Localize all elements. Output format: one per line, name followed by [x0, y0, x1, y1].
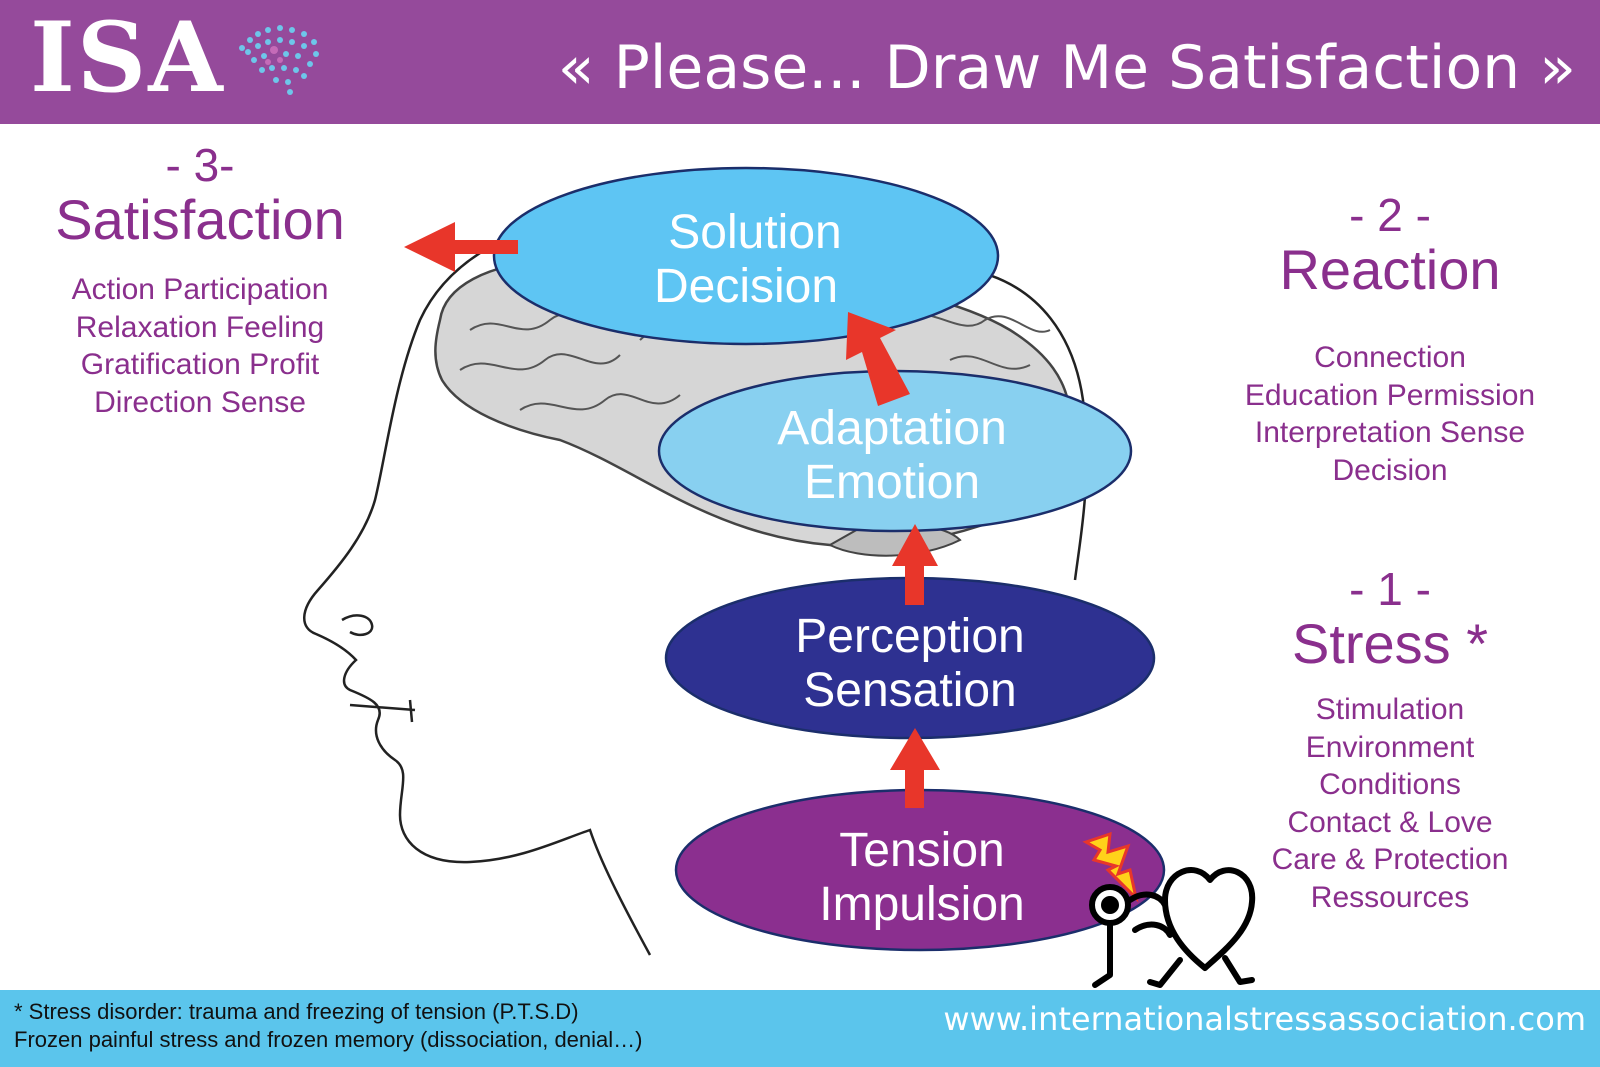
reaction-item: Connection	[1314, 341, 1466, 375]
satisfaction-item: Action Participation	[71, 273, 329, 307]
stress-number: - 1 -	[1349, 563, 1431, 615]
solution-label-line1: Solution	[668, 206, 841, 259]
footnote: * Stress disorder: trauma and freezing o…	[14, 998, 643, 1053]
tension-label-line2: Impulsion	[819, 878, 1024, 931]
footer-bar: * Stress disorder: trauma and freezing o…	[0, 990, 1600, 1067]
arrow-tension-to-perception	[890, 728, 940, 808]
stress-column: - 1 - Stress * Stimulation Environment C…	[1190, 564, 1590, 916]
stress-item: Care & Protection	[1271, 843, 1509, 877]
arrow-perception-to-adaptation	[892, 524, 938, 605]
solution-label-line2: Decision	[654, 260, 838, 313]
stress-item: Conditions	[1319, 768, 1461, 802]
perception-label-line1: Perception	[795, 610, 1024, 663]
tension-label-line1: Tension	[839, 824, 1004, 877]
head-outline	[303, 208, 652, 956]
reaction-title: Reaction	[1279, 237, 1501, 301]
stressed-heart-icon	[1089, 867, 1256, 988]
website-url: www.internationalstressassociation.com	[943, 1000, 1586, 1038]
stress-item: Ressources	[1310, 880, 1470, 914]
satisfaction-item: Relaxation Feeling	[75, 310, 325, 344]
mouth-line	[349, 699, 416, 723]
nostril-line	[341, 614, 374, 637]
satisfaction-column: - 3- Satisfaction Action Participation R…	[20, 140, 380, 421]
stress-item: Environment	[1305, 730, 1475, 764]
satisfaction-number: - 3-	[165, 139, 235, 191]
reaction-item: Interpretation Sense	[1254, 416, 1526, 450]
stress-title: Stress *	[1291, 611, 1489, 675]
satisfaction-title: Satisfaction	[55, 187, 345, 251]
reaction-number: - 2 -	[1349, 189, 1431, 241]
page-title: « Please... Draw Me Satisfaction »	[557, 33, 1576, 103]
footnote-line: Frozen painful stress and frozen memory …	[14, 1026, 643, 1052]
adaptation-label-line2: Emotion	[804, 456, 980, 509]
satisfaction-item: Gratification Profit	[80, 348, 320, 382]
footnote-line: * Stress disorder: trauma and freezing o…	[14, 999, 579, 1024]
isa-brain-dots-icon	[239, 25, 319, 95]
reaction-item: Education Permission	[1244, 378, 1536, 412]
header-bar: ISA « Please... Draw Me Satisfaction »	[0, 0, 1600, 124]
arrow-to-satisfaction	[404, 222, 518, 272]
stress-item: Stimulation	[1315, 693, 1465, 727]
satisfaction-item: Direction Sense	[94, 385, 306, 419]
arrow-adaptation-to-solution	[846, 312, 910, 406]
stress-item: Contact & Love	[1287, 805, 1493, 839]
lightning-bolt-icon	[1082, 831, 1139, 903]
reaction-column: - 2 - Reaction Connection Education Perm…	[1190, 190, 1590, 489]
solution-decision-ellipse	[492, 166, 1000, 346]
reaction-item: Decision	[1332, 453, 1448, 487]
perception-label-line2: Sensation	[803, 664, 1017, 717]
adaptation-label-line1: Adaptation	[777, 402, 1007, 455]
isa-logo: ISA	[30, 1, 225, 114]
